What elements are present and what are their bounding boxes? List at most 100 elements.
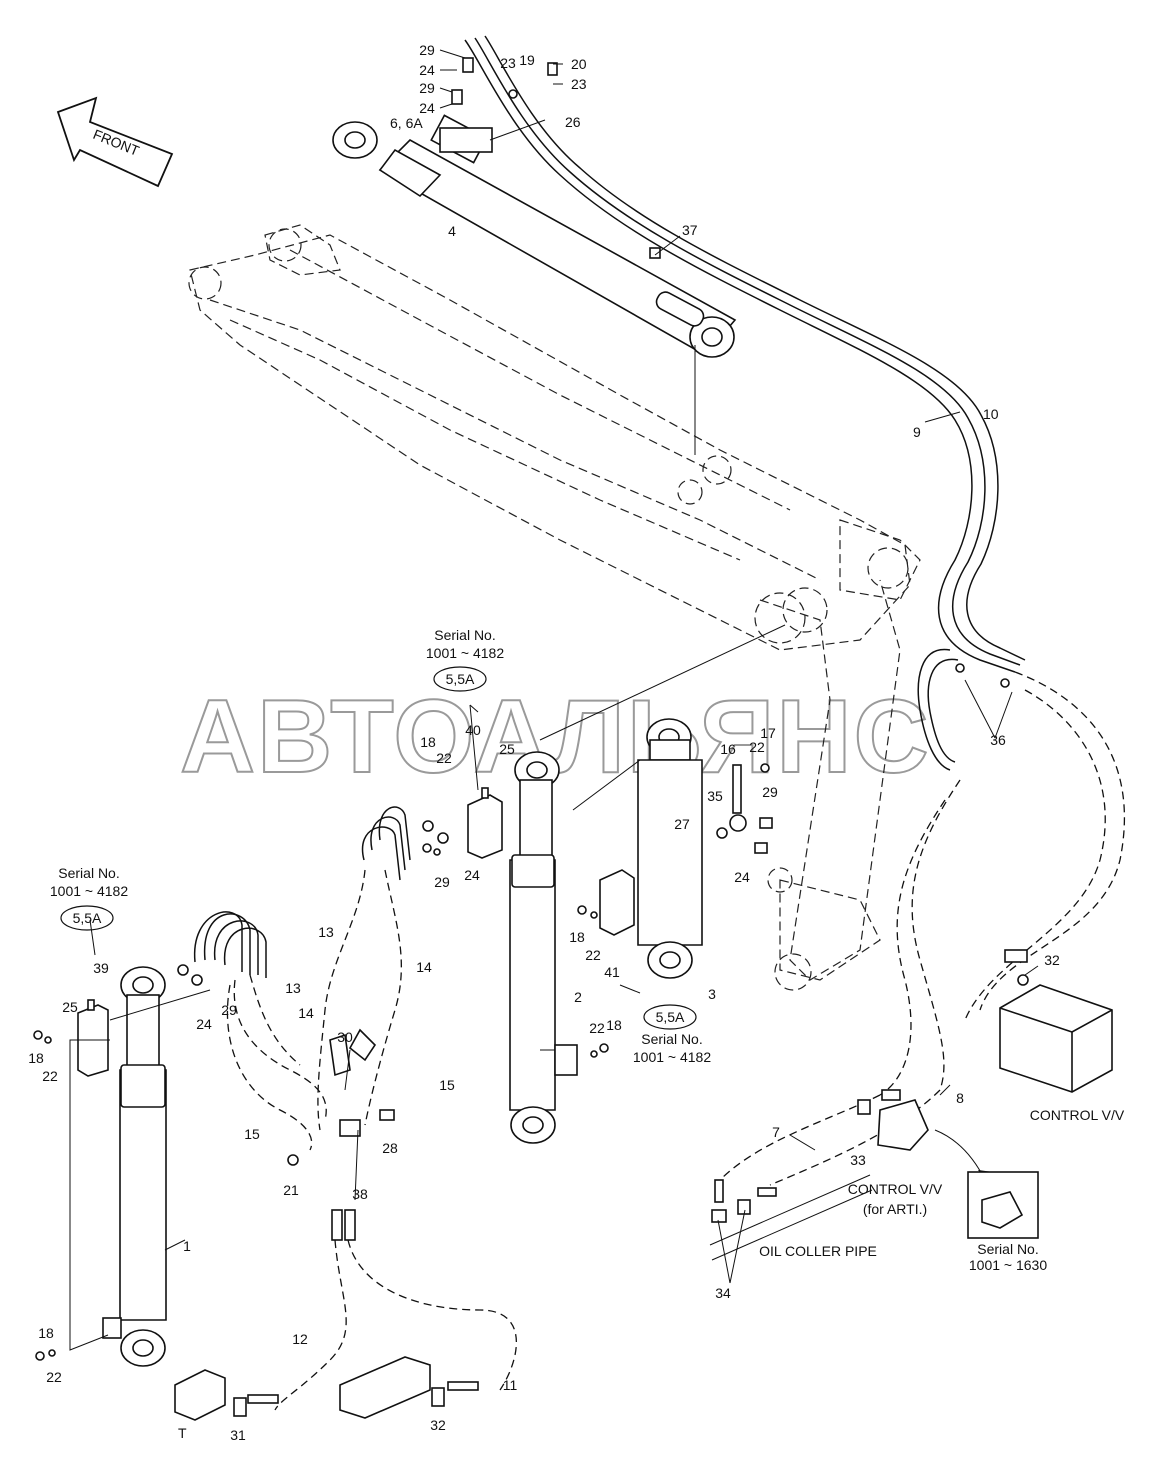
dashed-hoses (226, 671, 1125, 1411)
part-number-label: 22 (46, 1369, 62, 1385)
part-number-label: 18 (28, 1050, 44, 1066)
valve-block-6 (439, 127, 493, 153)
serial-note-line: 1001 ~ 4182 (633, 1049, 711, 1065)
fittings (33, 57, 1029, 1417)
part-number-label: 24 (419, 62, 435, 78)
part-number-label: 40 (465, 722, 481, 738)
boom-ghost-outline (188, 224, 921, 991)
part-number-label: 29 (762, 784, 778, 800)
serial-note-badge: 5,5A (656, 1009, 685, 1025)
part-number-label: 24 (464, 867, 480, 883)
part-number-label: 9 (913, 424, 921, 440)
part-number-label: 15 (439, 1077, 455, 1093)
part-number-label: 34 (715, 1285, 731, 1301)
serial-note-line: 1001 ~ 1630 (969, 1257, 1047, 1273)
serial-note-line: Serial No. (977, 1241, 1038, 1257)
part-number-label: 24 (196, 1016, 212, 1032)
part-number-label: 10 (983, 406, 999, 422)
serial-note-badge: 5,5A (73, 910, 102, 926)
part-number-label: 24 (734, 869, 750, 885)
boom-cylinder-3 (637, 718, 703, 979)
part-number-label: 4 (448, 223, 456, 239)
serial-note-line: Serial No. (434, 627, 495, 643)
part-number-label: 16 (720, 741, 736, 757)
control-valve-box (999, 984, 1113, 1093)
bottom-manifolds (174, 1356, 431, 1421)
serial-note-line: 1001 ~ 4182 (426, 645, 504, 661)
part-number-label: 39 (93, 960, 109, 976)
part-number-label: 32 (1044, 952, 1060, 968)
part-number-label: 7 (772, 1124, 780, 1140)
part-number-label: 37 (682, 222, 698, 238)
front-arrow-icon: FRONT (56, 96, 174, 188)
serial-note-arti-inset: Serial No. 1001 ~ 1630 (969, 1241, 1047, 1273)
arm-cylinder-4 (332, 114, 737, 358)
part-number-label: 13 (318, 924, 334, 940)
part-number-label: 14 (416, 959, 432, 975)
serial-note-right-center: 5,5A Serial No. 1001 ~ 4182 (633, 1004, 711, 1065)
part-number-label: 8 (956, 1090, 964, 1106)
valve-block-39 (77, 999, 109, 1077)
serial-note-upper-center: Serial No. 1001 ~ 4182 5,5A (426, 627, 504, 692)
arti-control-valve-caption-sub: (for ARTI.) (863, 1201, 927, 1217)
tank-port-label: T (178, 1425, 187, 1441)
part-number-label: 31 (230, 1427, 246, 1443)
part-number-label: 19 (519, 52, 535, 68)
part-number-label: 18 (606, 1017, 622, 1033)
part-number-label: 18 (420, 734, 436, 750)
part-number-label: 26 (565, 114, 581, 130)
part-number-label: 12 (292, 1331, 308, 1347)
part-number-labels: 29 24 29 24 6, 6A 23 19 20 23 26 4 37 9 … (28, 42, 1060, 1443)
part-number-label: 28 (382, 1140, 398, 1156)
part-number-label: 38 (352, 1186, 368, 1202)
part-number-label: 25 (499, 741, 515, 757)
part-number-label: 29 (221, 1002, 237, 1018)
part-number-label: 1 (183, 1238, 191, 1254)
hoses-9-10 (464, 35, 1026, 771)
part-number-label: 29 (419, 80, 435, 96)
part-number-label: 33 (850, 1152, 866, 1168)
part-number-label: 29 (419, 42, 435, 58)
part-number-label: 18 (38, 1325, 54, 1341)
serial-note-line: Serial No. (641, 1031, 702, 1047)
part-number-label: 23 (500, 55, 516, 71)
part-number-label: 32 (430, 1417, 446, 1433)
arti-control-valve-caption: CONTROL V/V (848, 1181, 943, 1197)
part-number-label: 30 (337, 1029, 353, 1045)
part-number-label: 3 (708, 986, 716, 1002)
part-number-label: 18 (569, 929, 585, 945)
part-number-label: 11 (503, 1377, 518, 1393)
part-number-label: 22 (589, 1020, 605, 1036)
serial-note-line: Serial No. (58, 865, 119, 881)
part-number-label: 17 (760, 725, 776, 741)
part-number-label: 25 (62, 999, 78, 1015)
part-number-label: 41 (604, 964, 620, 980)
valve-block-41 (599, 869, 635, 936)
part-number-label: 27 (674, 816, 690, 832)
oil-cooler-pipe (709, 1174, 873, 1261)
cylinder-1 (102, 966, 167, 1367)
part-number-label: 14 (298, 1005, 314, 1021)
part-number-label: 35 (707, 788, 723, 804)
part-number-label: 22 (749, 739, 765, 755)
part-number-label: 22 (585, 947, 601, 963)
serial-note-badge: 5,5A (446, 671, 475, 687)
part-number-label: 2 (574, 989, 582, 1005)
part-number-label: 23 (571, 76, 587, 92)
part-number-label: 6, 6A (390, 115, 423, 131)
part-number-label: 22 (436, 750, 452, 766)
serial-note-line: 1001 ~ 4182 (50, 883, 128, 899)
leader-lines (69, 49, 1039, 1351)
control-valve-caption: CONTROL V/V (1030, 1107, 1125, 1123)
hose-loops (194, 806, 411, 978)
boom-cylinder-2 (509, 751, 578, 1144)
part-number-label: 13 (285, 980, 301, 996)
serial-note-left: Serial No. 1001 ~ 4182 5,5A (50, 865, 128, 931)
part-number-label: 22 (42, 1068, 58, 1084)
arti-control-valve (877, 1099, 1039, 1239)
part-number-label: 21 (283, 1182, 299, 1198)
part-number-label: 15 (244, 1126, 260, 1142)
valve-block-40 (467, 787, 503, 859)
part-number-label: 36 (990, 732, 1006, 748)
